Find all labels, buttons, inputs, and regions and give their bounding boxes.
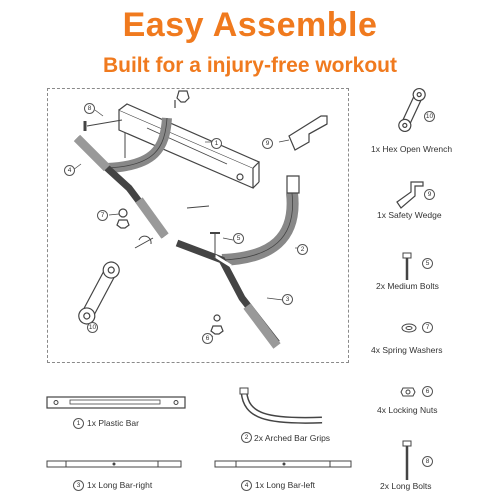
part-number-wedge: 9 [424,189,435,200]
part-label-washers: 4x Spring Washers [371,345,443,355]
part-label-arched-grips: 2x Arched Bar Grips [254,433,331,443]
long-bolt-part-icon [402,440,412,480]
part-number-long-bar-right: 3 [73,480,84,491]
part-label-long-bolts: 2x Long Bolts [380,481,432,491]
callout-8: 8 [84,103,95,114]
lower-arched-grip-drawing [221,192,299,266]
safety-wedge-drawing [288,115,328,151]
part-number-wrench: 10 [424,111,435,122]
callout-3: 3 [282,294,293,305]
page-title: Easy Assemble [122,6,378,44]
part-number-plastic-bar: 1 [73,418,84,429]
part-label-plastic-bar: 1x Plastic Bar [87,418,139,428]
part-label-medium-bolts: 2x Medium Bolts [376,281,439,291]
hex-wrench-part-icon [398,87,426,133]
plastic-bar-drawing [118,103,261,189]
part-label-long-bar-left: 1x Long Bar-left [255,480,316,490]
callout-6: 6 [202,333,213,344]
medium-bolt-part-icon [402,252,412,280]
safety-wedge-part-icon [396,181,424,209]
callout-1: 1 [211,138,222,149]
part-number-arched-grips: 2 [241,432,252,443]
part-number-long-bar-left: 4 [241,480,252,491]
assembly-diagram-frame [47,88,349,363]
plastic-bar-part-icon [46,396,186,409]
callout-4: 4 [64,165,75,176]
callout-9: 9 [262,138,273,149]
callout-7: 7 [97,210,108,221]
assembly-illustration [72,90,328,349]
part-label-wedge: 1x Safety Wedge [377,210,442,220]
part-number-washers: 7 [422,322,433,333]
page-subtitle: Built for a injury-free workout [102,54,398,77]
arched-grip-part-icon [239,387,323,424]
long-bar-right-part-icon [46,460,182,468]
part-number-nuts: 6 [422,386,433,397]
spring-washer-part-icon [401,323,417,333]
part-label-wrench: 1x Hex Open Wrench [371,144,453,154]
hex-wrench-drawing [78,261,120,325]
locking-nut-part-icon [400,387,416,397]
part-label-nuts: 4x Locking Nuts [377,405,438,415]
part-number-medium-bolts: 5 [422,258,433,269]
callout-10: 10 [87,322,98,333]
long-bar-left-part-icon [214,460,352,468]
part-number-long-bolts: 8 [422,456,433,467]
callout-5: 5 [233,233,244,244]
part-label-long-bar-right: 1x Long Bar-right [87,480,153,490]
callout-2: 2 [297,244,308,255]
